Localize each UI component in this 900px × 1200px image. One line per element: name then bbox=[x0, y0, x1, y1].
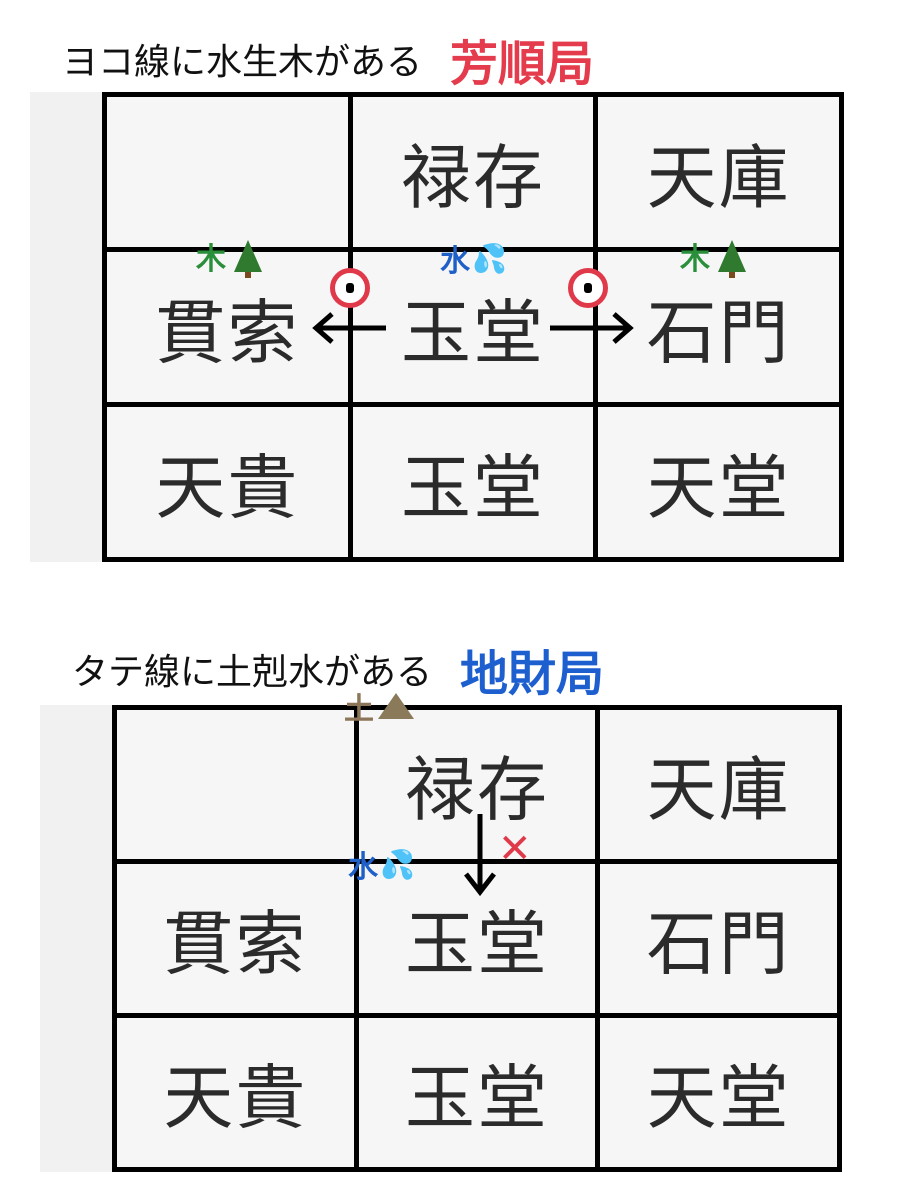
star-grid-1: 禄存 天庫 貫索 玉堂 石門 天貴 玉堂 天堂 bbox=[102, 92, 844, 562]
circle-ok-icon bbox=[568, 268, 608, 308]
grid-cell: 石門 bbox=[598, 252, 839, 402]
tree-icon bbox=[718, 240, 746, 278]
grid-cell: 天堂 bbox=[598, 407, 839, 557]
left-margin-strip bbox=[40, 705, 112, 1172]
water-label: 水 bbox=[440, 244, 470, 279]
grid-cell: 天庫 bbox=[600, 710, 837, 859]
wood-tag-left: 木 bbox=[196, 234, 262, 278]
water-label: 水 bbox=[348, 850, 378, 885]
water-drops-icon: 💦 bbox=[472, 241, 507, 275]
grid-cell bbox=[117, 710, 354, 859]
grid-cell: 貫索 bbox=[117, 864, 354, 1013]
grid-cell: 玉堂 bbox=[358, 864, 596, 1013]
wood-tag-right: 木 bbox=[680, 234, 746, 278]
bureau-title: 芳順局 bbox=[450, 36, 595, 92]
grid-cell: 玉堂 bbox=[352, 407, 594, 557]
heading-text: タテ線に土剋水がある bbox=[72, 652, 433, 693]
heading-chizai: タテ線に土剋水がある 地財局 bbox=[72, 634, 604, 704]
heading-houjun: ヨコ線に水生木がある 芳順局 bbox=[62, 24, 594, 94]
grid-cell: 天貴 bbox=[117, 1018, 354, 1167]
grid-cell: 貫索 bbox=[107, 252, 348, 402]
grid-cell: 禄存 bbox=[358, 710, 596, 859]
tree-icon bbox=[234, 240, 262, 278]
wood-label: 木 bbox=[680, 242, 710, 277]
grid-cell: 天堂 bbox=[600, 1018, 837, 1167]
water-tag: 水 💦 bbox=[440, 236, 507, 280]
star-grid-2: 禄存 天庫 貫索 玉堂 石門 天貴 玉堂 天堂 bbox=[112, 705, 842, 1172]
earth-tag: 土 bbox=[344, 684, 414, 728]
grid-cell: 禄存 bbox=[352, 97, 594, 247]
circle-ok-icon bbox=[330, 268, 370, 308]
water-drops-icon: 💦 bbox=[380, 847, 415, 881]
grid-cell bbox=[107, 97, 348, 247]
bureau-title: 地財局 bbox=[460, 646, 605, 702]
heading-text: ヨコ線に水生木がある bbox=[62, 42, 423, 83]
grid-cell: 天貴 bbox=[107, 407, 348, 557]
wood-label: 木 bbox=[196, 242, 226, 277]
water-tag: 水 💦 bbox=[348, 842, 415, 886]
earth-label: 土 bbox=[344, 692, 374, 727]
cross-ng-icon: ✕ bbox=[498, 826, 532, 872]
grid-cell: 玉堂 bbox=[358, 1018, 596, 1167]
grid-cell: 天庫 bbox=[598, 97, 839, 247]
grid-cell: 石門 bbox=[600, 864, 837, 1013]
left-margin-strip bbox=[30, 92, 102, 562]
mountain-icon bbox=[378, 693, 414, 719]
